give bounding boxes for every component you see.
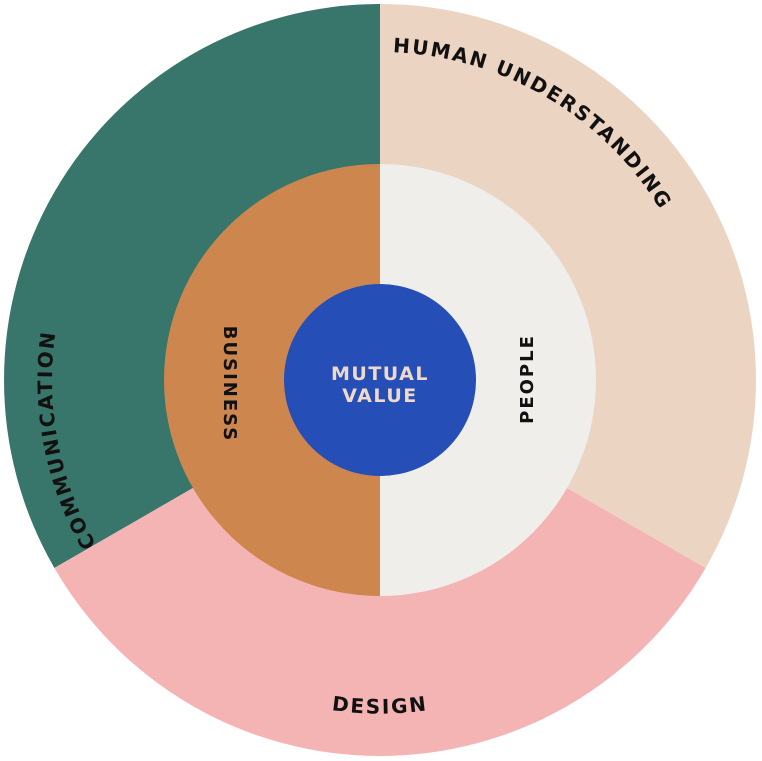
- mutual-label: MUTUAL: [331, 363, 429, 385]
- people-label: PEOPLE: [517, 334, 538, 424]
- value-label: VALUE: [342, 385, 417, 407]
- business-segment: [164, 164, 380, 596]
- mutual-value-circle: [284, 284, 476, 476]
- business-label: BUSINESS: [219, 326, 240, 442]
- design-label: DESIGN: [331, 691, 429, 718]
- people-segment: [380, 164, 596, 596]
